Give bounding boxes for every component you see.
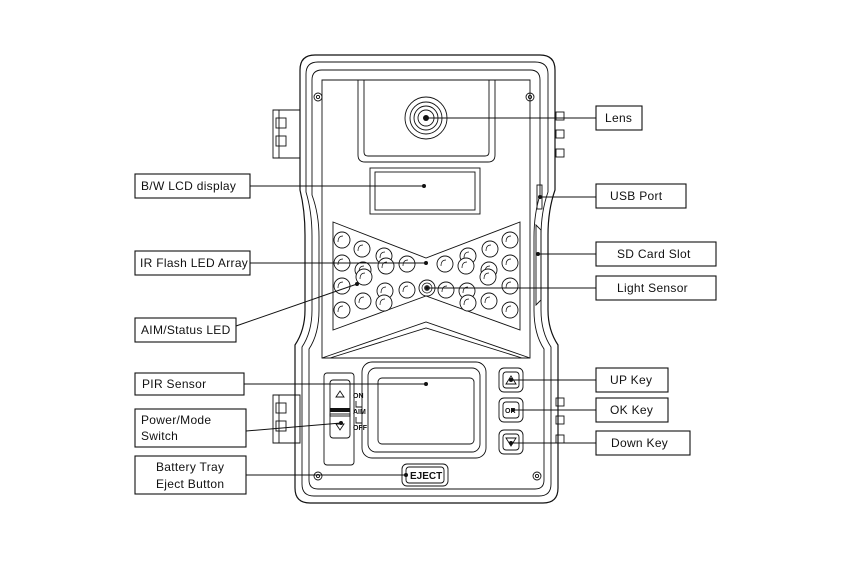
switch-label-aim: AIM xyxy=(353,409,366,416)
ir-led xyxy=(376,295,392,311)
callout-lines xyxy=(236,116,596,477)
label-up-key: UP Key xyxy=(596,368,668,392)
switch-label-off: OFF xyxy=(353,425,368,432)
ir-led xyxy=(438,282,454,298)
label-lens: Lens xyxy=(596,106,642,130)
label-aim-status-text: AIM/Status LED xyxy=(141,323,231,337)
eject-label: EJECT xyxy=(410,471,442,482)
label-ok-key-text: OK Key xyxy=(610,403,653,417)
ir-led xyxy=(355,293,371,309)
battery-eject-button[interactable]: EJECT xyxy=(402,464,448,486)
label-light-sensor-text: Light Sensor xyxy=(617,281,688,295)
ir-flash-led-array xyxy=(334,232,518,318)
ir-led xyxy=(480,269,496,285)
label-lens-text: Lens xyxy=(605,111,632,125)
label-ir-flash-text: IR Flash LED Array xyxy=(140,256,248,270)
label-power-mode: Power/Mode Switch xyxy=(135,409,246,447)
camera-body: ON AIM OFF OK EJECT xyxy=(273,55,564,503)
label-power-mode-line2: Switch xyxy=(141,429,178,443)
label-down-key-text: Down Key xyxy=(611,436,668,450)
pir-sensor xyxy=(362,362,486,458)
label-ok-key: OK Key xyxy=(596,398,668,422)
label-usb-port-text: USB Port xyxy=(610,189,663,203)
ir-led xyxy=(437,256,453,272)
label-ir-flash: IR Flash LED Array xyxy=(135,251,250,275)
ir-led xyxy=(502,302,518,318)
ir-led xyxy=(481,293,497,309)
label-power-mode-line1: Power/Mode xyxy=(141,413,211,427)
label-bw-lcd: B/W LCD display xyxy=(135,174,250,198)
bw-lcd-display xyxy=(370,168,480,214)
label-pir-sensor-text: PIR Sensor xyxy=(142,377,206,391)
label-battery-eject: Battery Tray Eject Button xyxy=(135,456,246,494)
ir-led xyxy=(458,258,474,274)
ir-led xyxy=(482,241,498,257)
switch-label-on: ON xyxy=(353,393,364,400)
ir-led xyxy=(399,282,415,298)
label-sd-card: SD Card Slot xyxy=(596,242,716,266)
ir-led xyxy=(354,241,370,257)
label-sd-card-text: SD Card Slot xyxy=(617,247,691,261)
ir-led xyxy=(502,255,518,271)
ir-led xyxy=(502,278,518,294)
ir-led xyxy=(334,302,350,318)
ir-led xyxy=(378,258,394,274)
label-bw-lcd-text: B/W LCD display xyxy=(141,179,236,193)
label-down-key: Down Key xyxy=(596,431,690,455)
label-battery-line2: Eject Button xyxy=(156,477,224,491)
ir-led xyxy=(334,232,350,248)
ir-led xyxy=(399,256,415,272)
ir-led xyxy=(502,232,518,248)
sd-card-slot[interactable] xyxy=(536,225,541,305)
label-aim-status: AIM/Status LED xyxy=(135,318,236,342)
label-up-key-text: UP Key xyxy=(610,373,652,387)
label-pir-sensor: PIR Sensor xyxy=(135,373,244,395)
label-usb-port: USB Port xyxy=(596,184,686,208)
ir-led xyxy=(460,295,476,311)
label-light-sensor: Light Sensor xyxy=(596,276,716,300)
label-battery-line1: Battery Tray xyxy=(156,460,224,474)
power-mode-switch[interactable]: ON AIM OFF xyxy=(324,373,368,465)
